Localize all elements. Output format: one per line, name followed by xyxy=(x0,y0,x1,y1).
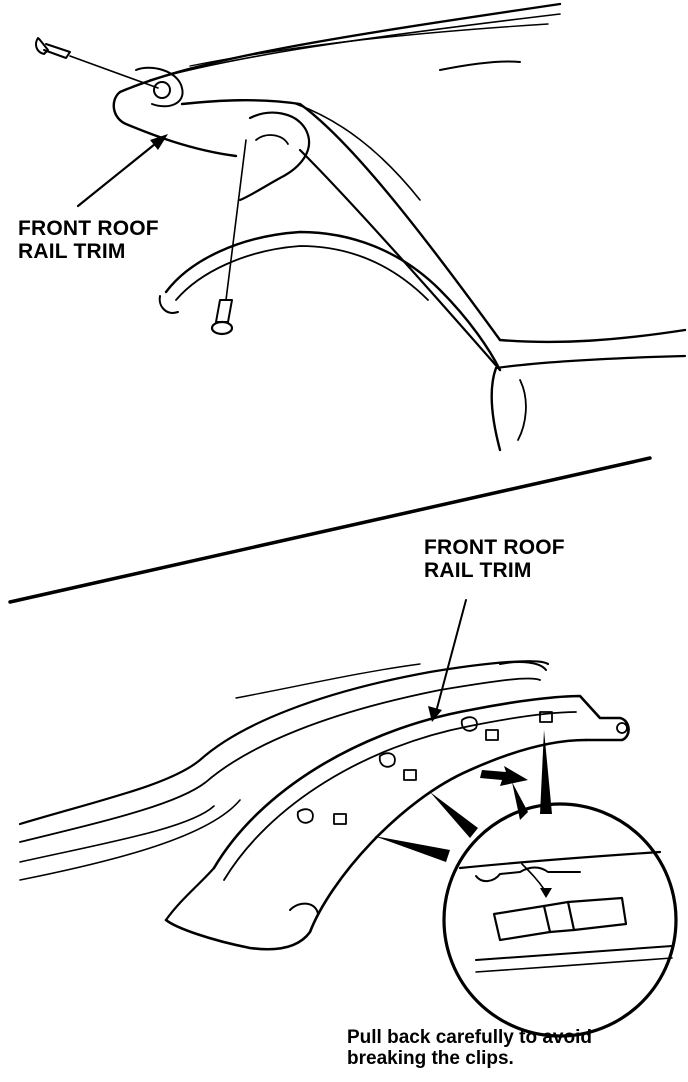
screw-hole-top xyxy=(153,81,171,99)
roof-rail-front-corner xyxy=(112,90,238,158)
dash-side-detail xyxy=(517,379,527,441)
pull-direction-arrow xyxy=(480,766,528,786)
detail-pointer-wedge-4 xyxy=(540,730,552,814)
pillar-trim-crease xyxy=(295,103,421,201)
lower-screw-guide-line xyxy=(225,139,247,301)
roof-rail-outer xyxy=(18,660,550,826)
detail-clip-profile xyxy=(475,866,581,882)
bottom-label-arrowhead xyxy=(428,706,442,722)
trim-clip-boss-2 xyxy=(378,752,396,768)
trim-clip-slot-1 xyxy=(333,813,347,825)
trim-clip-slot-3 xyxy=(485,729,499,741)
detail-pointer-wedge-1 xyxy=(430,792,478,838)
upper-screw-shank xyxy=(43,43,71,59)
instruction-caption: Pull back carefully to avoid breaking th… xyxy=(347,1027,592,1070)
pillar-trim-upper-edge xyxy=(180,99,502,342)
magnified-detail-circle xyxy=(442,802,678,1038)
section-divider xyxy=(8,456,652,604)
bottom-label-leader-line xyxy=(435,599,467,713)
lower-screw-head xyxy=(210,320,234,336)
detail-pointer-wedge-2 xyxy=(374,836,450,862)
trim-front-end xyxy=(164,866,216,922)
detail-body-edge-1 xyxy=(475,945,673,961)
roof-rail-top-detail xyxy=(235,663,421,699)
weatherstrip-end xyxy=(158,295,179,314)
roof-panel-detail-line xyxy=(189,23,549,67)
roof-rail-end-tab xyxy=(499,661,547,671)
trim-upper-edge xyxy=(212,694,630,870)
bottom-trim-label: FRONT ROOF RAIL TRIM xyxy=(424,536,565,582)
dash-top-edge xyxy=(498,328,687,344)
detail-body-edge-2 xyxy=(475,957,673,973)
roof-clip-notch xyxy=(439,60,521,71)
top-label-leader-line xyxy=(76,138,162,208)
trim-end-hole xyxy=(616,722,628,734)
detail-trim-edge xyxy=(458,850,662,870)
trim-bottom-clip xyxy=(289,902,319,915)
top-label-arrowhead xyxy=(150,134,168,150)
roof-panel-outer-edge xyxy=(118,2,562,94)
trim-inner-lip xyxy=(223,711,577,881)
weatherstrip-inner xyxy=(175,245,429,301)
detail-clip-left xyxy=(492,904,552,942)
detail-clip-center xyxy=(542,900,576,934)
weatherstrip-outer xyxy=(164,230,502,372)
upper-screw-guide-line xyxy=(69,55,159,89)
roof-rail-lower-1 xyxy=(19,805,215,863)
dash-upper-trim xyxy=(494,354,687,370)
dash-front-curve xyxy=(490,366,502,452)
trim-lower-edge xyxy=(164,738,588,951)
top-illustration xyxy=(35,2,687,452)
detail-clip-right xyxy=(566,896,628,932)
trim-clip-boss-1 xyxy=(296,808,314,824)
roof-rail-lower-2 xyxy=(19,799,241,881)
pillar-trim-tab xyxy=(255,134,289,145)
roof-panel-inner-edge xyxy=(149,13,561,81)
screw-boss-top xyxy=(135,66,184,108)
pillar-trim-lower-notch xyxy=(238,111,311,202)
detail-pull-arrowhead xyxy=(540,888,552,898)
top-trim-label: FRONT ROOF RAIL TRIM xyxy=(18,217,159,263)
trim-clip-boss-3 xyxy=(460,716,478,732)
pillar-trim-lower-edge xyxy=(298,148,502,372)
bottom-illustration xyxy=(18,599,678,1038)
trim-clip-slot-4 xyxy=(539,711,553,723)
roof-rail-inner xyxy=(19,677,541,843)
lower-screw-shank xyxy=(215,299,233,323)
trim-clip-slot-2 xyxy=(403,769,417,781)
